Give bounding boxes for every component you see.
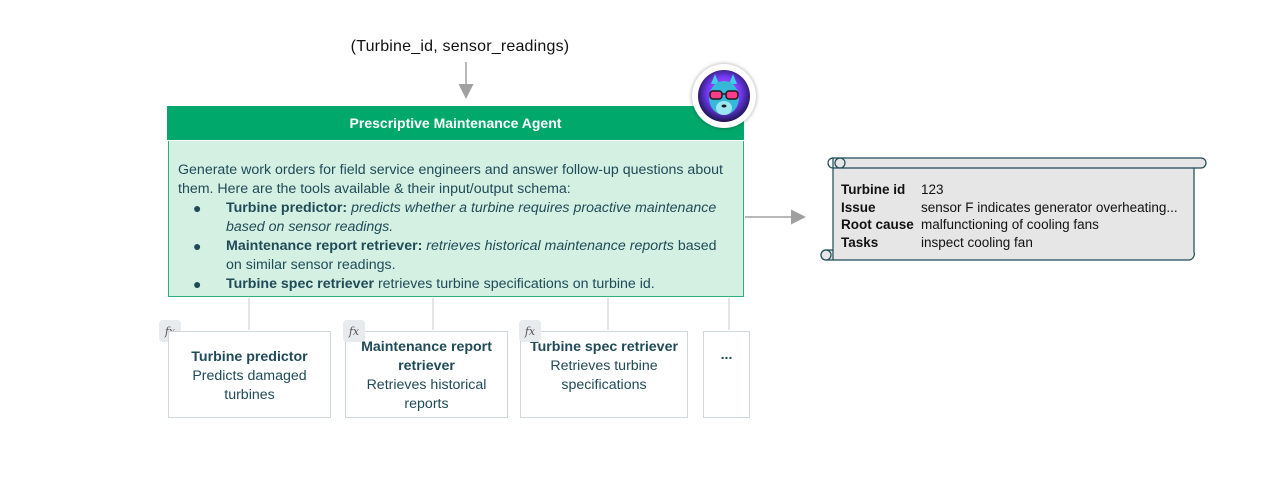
output-value: sensor F indicates generator overheating… bbox=[921, 200, 1178, 215]
output-value: inspect cooling fan bbox=[921, 235, 1033, 250]
tool-box-turbine-spec-retriever[interactable]: Turbine spec retriever Retrieves turbine… bbox=[520, 331, 688, 418]
tool-box-maintenance-report-retriever[interactable]: Maintenance report retriever Retrieves h… bbox=[345, 331, 508, 418]
more-icon: ... bbox=[720, 347, 733, 363]
tool-name: Turbine spec retriever bbox=[226, 276, 374, 292]
tool-box-title: Turbine spec retriever bbox=[530, 339, 678, 355]
tool-box-subtitle: Predicts damaged turbines bbox=[192, 368, 307, 403]
agent-description: Generate work orders for field service e… bbox=[178, 162, 723, 197]
output-key: Tasks bbox=[841, 235, 879, 250]
bullet-icon: ● bbox=[193, 276, 202, 292]
tool-desc-plain: based on similar sensor readings. bbox=[226, 238, 717, 273]
agent-description-panel: Generate work orders for field service e… bbox=[168, 141, 744, 297]
function-icon: fx bbox=[519, 320, 541, 342]
tool-name: Turbine predictor: bbox=[226, 200, 348, 216]
tool-box-subtitle: Retrieves historical reports bbox=[366, 377, 487, 412]
tool-name: Maintenance report retriever: bbox=[226, 238, 423, 254]
function-icon: fx bbox=[343, 320, 365, 342]
tool-box-title: Maintenance report retriever bbox=[361, 339, 492, 374]
tool-box-subtitle: Retrieves turbine specifications bbox=[550, 358, 658, 393]
tool-box-more[interactable]: ... bbox=[703, 331, 750, 418]
tool-list: ● Turbine predictor: predicts whether a … bbox=[178, 199, 735, 294]
bullet-icon: ● bbox=[193, 200, 202, 216]
tool-box-title: Turbine predictor bbox=[191, 349, 308, 365]
llama-avatar-icon bbox=[692, 64, 756, 128]
scroll-icon bbox=[820, 157, 1207, 261]
output-key: Issue bbox=[841, 200, 876, 215]
tool-desc: predicts whether a turbine requires proa… bbox=[226, 200, 717, 235]
tool-list-item: ● Turbine spec retriever retrieves turbi… bbox=[178, 275, 735, 294]
tool-box-turbine-predictor[interactable]: Turbine predictor Predicts damaged turbi… bbox=[168, 331, 331, 418]
llama-with-sunglasses-icon bbox=[698, 70, 750, 122]
tool-list-item: ● Maintenance report retriever: retrieve… bbox=[178, 237, 735, 275]
output-key: Turbine id bbox=[841, 182, 906, 197]
output-value: malfunctioning of cooling fans bbox=[921, 217, 1099, 232]
bullet-icon: ● bbox=[193, 238, 202, 254]
input-signature: (Turbine_id, sensor_readings) bbox=[350, 38, 570, 55]
tool-list-item: ● Turbine predictor: predicts whether a … bbox=[178, 199, 735, 237]
tool-desc: retrieves historical maintenance reports bbox=[426, 238, 674, 254]
agent-title: Prescriptive Maintenance Agent bbox=[167, 106, 744, 140]
output-key: Root cause bbox=[841, 217, 914, 232]
tool-desc-plain: retrieves turbine specifications on turb… bbox=[377, 276, 655, 292]
output-value: 123 bbox=[921, 182, 944, 197]
